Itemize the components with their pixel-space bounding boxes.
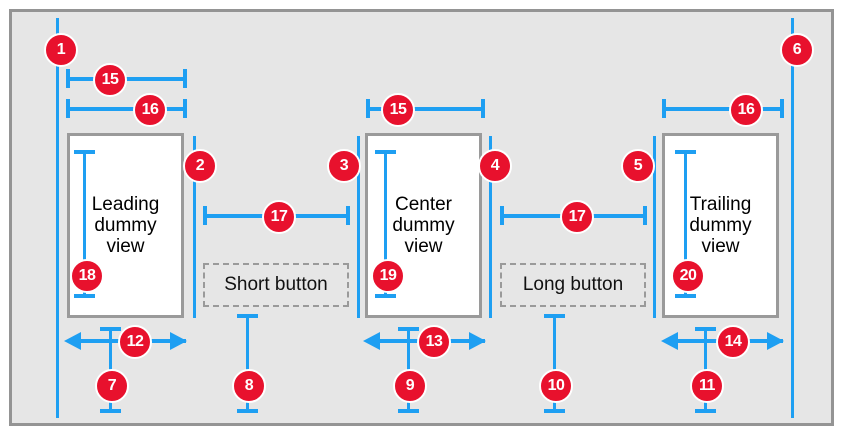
trailing-dummy-view-line-2: dummy <box>689 214 752 236</box>
guide-line-leading-view-trailing <box>193 136 196 318</box>
callout-12[interactable]: 12 <box>118 325 152 359</box>
trailing-dummy-view-line-1: Trailing <box>689 193 752 215</box>
callout-11[interactable]: 11 <box>690 369 724 403</box>
dimension-line-15-center <box>366 107 485 111</box>
marker-tick-10-bottom <box>544 409 565 413</box>
dimension-tick-16-trailing-start <box>662 99 666 118</box>
callout-8[interactable]: 8 <box>232 369 266 403</box>
dimension-tick-16-trailing-end <box>780 99 784 118</box>
marker-tick-7-top <box>100 327 121 331</box>
dimension-tick-16-leading-end <box>183 99 187 118</box>
long-button-label: Long button <box>522 274 624 295</box>
dimension-tick-20-bottom <box>675 294 696 298</box>
callout-1[interactable]: 1 <box>44 33 78 67</box>
short-button[interactable]: Short button <box>203 263 349 307</box>
dimension-line-20-height <box>684 150 687 298</box>
dimension-line-18-height <box>83 150 86 298</box>
spacing-arrow-left-14 <box>661 332 678 350</box>
dimension-line-16-trailing <box>662 107 784 111</box>
callout-6[interactable]: 6 <box>780 33 814 67</box>
callout-17-left[interactable]: 17 <box>262 200 296 234</box>
callout-19[interactable]: 19 <box>371 259 405 293</box>
dimension-tick-15-center-end <box>481 99 485 118</box>
callout-16-leading[interactable]: 16 <box>133 93 167 127</box>
callout-4[interactable]: 4 <box>478 149 512 183</box>
long-button[interactable]: Long button <box>500 263 646 307</box>
leading-dummy-view-line-3: view <box>106 236 145 258</box>
guide-line-center-view-leading <box>357 136 360 318</box>
dimension-tick-17-right-start <box>500 206 504 225</box>
guide-line-leading-edge <box>56 18 59 418</box>
short-button-label: Short button <box>224 274 328 295</box>
dimension-tick-20-top <box>675 150 696 154</box>
guide-line-trailing-view-leading <box>653 136 656 318</box>
callout-10[interactable]: 10 <box>539 369 573 403</box>
callout-17-right[interactable]: 17 <box>560 200 594 234</box>
trailing-dummy-view-line-3: view <box>701 236 740 258</box>
callout-14[interactable]: 14 <box>716 325 750 359</box>
dimension-tick-19-bottom <box>375 294 396 298</box>
dimension-tick-18-top <box>74 150 95 154</box>
marker-tick-11-bottom <box>695 409 716 413</box>
callout-5[interactable]: 5 <box>621 149 655 183</box>
spacing-arrow-right-12 <box>170 332 187 350</box>
dimension-tick-15-leading-end <box>183 69 187 88</box>
callout-7[interactable]: 7 <box>95 369 129 403</box>
callout-15-leading[interactable]: 15 <box>93 63 127 97</box>
leading-dummy-view-line-1: Leading <box>91 193 160 215</box>
callout-13[interactable]: 13 <box>417 325 451 359</box>
dimension-tick-17-right-end <box>643 206 647 225</box>
guide-line-trailing-edge <box>791 18 794 418</box>
marker-tick-7-bottom <box>100 409 121 413</box>
guide-line-center-view-trailing <box>489 136 492 318</box>
dimension-tick-17-left-start <box>203 206 207 225</box>
dimension-line-16-leading <box>66 107 186 111</box>
center-dummy-view-line-3: view <box>404 236 443 258</box>
dimension-tick-18-bottom <box>74 294 95 298</box>
marker-tick-11-top <box>695 327 716 331</box>
marker-tick-9-top <box>398 327 419 331</box>
dimension-tick-17-left-end <box>346 206 350 225</box>
marker-line-10 <box>553 314 556 413</box>
spacing-arrow-right-14 <box>767 332 784 350</box>
dimension-tick-15-center-start <box>366 99 370 118</box>
callout-9[interactable]: 9 <box>393 369 427 403</box>
marker-tick-8-bottom <box>237 409 258 413</box>
dimension-tick-16-leading-start <box>66 99 70 118</box>
callout-20[interactable]: 20 <box>671 259 705 293</box>
callout-3[interactable]: 3 <box>327 149 361 183</box>
spacing-arrow-left-12 <box>64 332 81 350</box>
marker-tick-8-top <box>237 314 258 318</box>
center-dummy-view-line-1: Center <box>394 193 452 215</box>
marker-tick-9-bottom <box>398 409 419 413</box>
callout-15-center[interactable]: 15 <box>381 93 415 127</box>
leading-dummy-view-line-2: dummy <box>94 214 157 236</box>
callout-16-trailing[interactable]: 16 <box>729 93 763 127</box>
callout-2[interactable]: 2 <box>183 149 217 183</box>
marker-tick-10-top <box>544 314 565 318</box>
dimension-tick-15-leading-start <box>66 69 70 88</box>
callout-18[interactable]: 18 <box>70 259 104 293</box>
leading-dummy-view[interactable]: Leading dummy view <box>67 133 184 318</box>
dimension-line-19-height <box>384 150 387 298</box>
marker-line-8 <box>246 314 249 413</box>
center-dummy-view-line-2: dummy <box>392 214 455 236</box>
spacing-arrow-left-13 <box>363 332 380 350</box>
spacing-arrow-right-13 <box>469 332 486 350</box>
dimension-tick-19-top <box>375 150 396 154</box>
